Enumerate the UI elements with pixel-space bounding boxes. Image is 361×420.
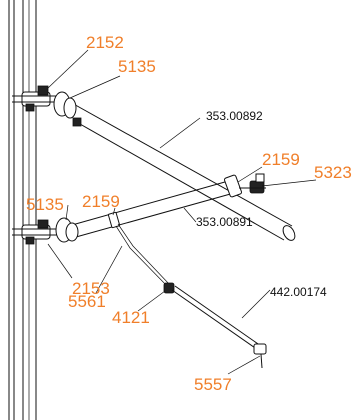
callout-2159-right: 2159 [262,150,300,169]
lower-tube [71,179,235,238]
tube-junction [224,173,266,198]
upper-tube [69,101,296,241]
lower-swivel-joint [55,217,79,243]
callout-5135-top: 5135 [118,57,156,76]
callout-2153: 2153 [72,279,110,298]
callout-442-00174: 442.00174 [270,285,327,299]
upper-swivel-joint [53,91,82,127]
callout-5323: 5323 [314,163,352,182]
upper-mast-clamp [12,85,62,112]
callout-353-00891: 353.00891 [196,215,253,229]
lower-mast-clamp [12,219,62,245]
vertical-mast [8,0,37,420]
callout-5557: 5557 [194,375,232,394]
callout-5135-left: 5135 [26,195,64,214]
tube-connector-left [107,211,121,229]
callout-5561: 5561 [68,292,106,311]
hose-assembly [115,223,267,369]
callout-2159-left: 2159 [82,192,120,211]
callout-4121: 4121 [112,308,150,327]
callout-2152: 2152 [86,33,124,52]
callout-353-00892: 353.00892 [206,109,263,123]
leader-lines [47,49,317,375]
